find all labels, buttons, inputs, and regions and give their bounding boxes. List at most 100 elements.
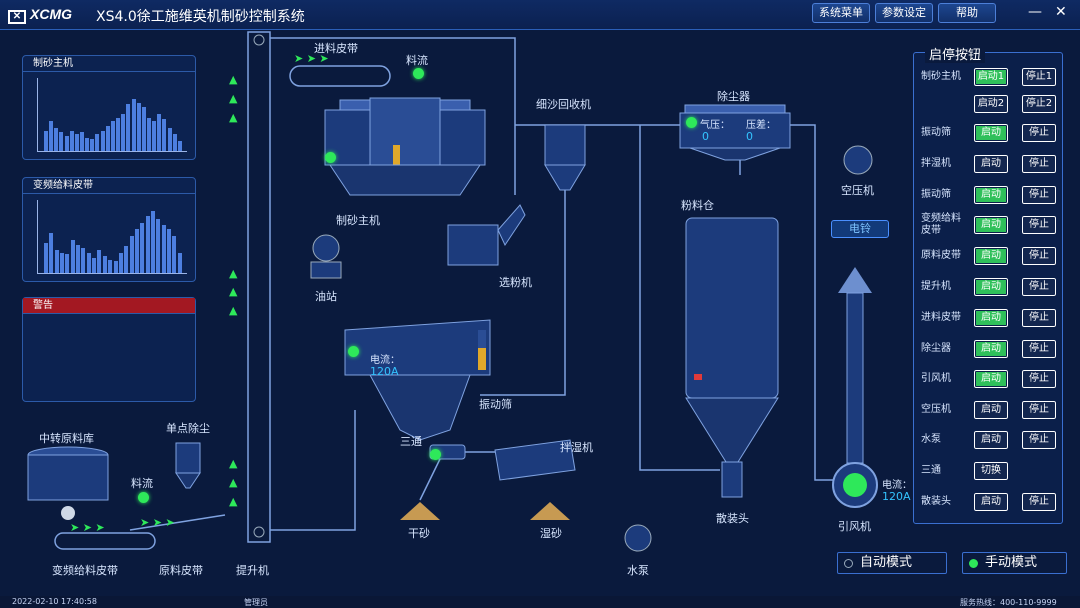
stop-button[interactable]: 停止 (1021, 430, 1057, 450)
trend-bar (141, 107, 146, 151)
status-bar (0, 596, 1080, 608)
stop-button[interactable]: 停止 (1021, 123, 1057, 143)
powder-separator-label: 选粉机 (499, 276, 532, 289)
stop-button[interactable]: 停止 (1021, 339, 1057, 359)
parameter-settings-button[interactable]: 参数设定 (875, 3, 933, 23)
flow-arrow-icon: ▲ (229, 111, 238, 124)
start-button[interactable]: 启动 (973, 185, 1009, 205)
auto-mode-radio[interactable] (844, 559, 853, 568)
vibrating-screen-hopper (369, 374, 471, 441)
trend-bar (60, 252, 65, 273)
start-button[interactable]: 启动 (973, 400, 1009, 420)
start-button[interactable]: 启动 (973, 246, 1009, 266)
trend-bar (118, 252, 123, 273)
induced-fan-rotor (843, 473, 867, 497)
elevator-frame (247, 31, 271, 543)
stop-button[interactable]: 停止2 (1021, 94, 1057, 114)
control-row-label: 振动筛 (921, 127, 951, 138)
start-button[interactable]: 启动 (973, 277, 1009, 297)
trend-bar (134, 229, 139, 273)
start-button[interactable]: 启动 (973, 215, 1009, 235)
single-dust-label: 单点除尘 (166, 422, 210, 435)
vibrating-screen-running-indicator (348, 346, 359, 357)
trend-bar (92, 258, 97, 273)
flow-arrow-icon: ▲ (229, 267, 238, 280)
sand-maker-label: 制砂主机 (336, 214, 380, 227)
alarm-title: 警告 (23, 298, 195, 314)
fan-current-value: 120A (882, 490, 911, 503)
control-row-label: 散装头 (921, 496, 951, 507)
trend-bar (108, 259, 113, 273)
start-button[interactable]: 启动 (973, 430, 1009, 450)
minimize-icon[interactable]: — (1028, 4, 1042, 20)
trend-bar (100, 130, 105, 151)
water-pump-label: 水泵 (627, 564, 649, 577)
close-icon[interactable]: ✕ (1055, 4, 1067, 20)
powder-silo-body (685, 217, 779, 399)
start-button[interactable]: 启动 (973, 154, 1009, 174)
bell-button[interactable]: 电铃 (831, 220, 889, 238)
start-button[interactable]: 启动2 (973, 94, 1009, 114)
diff-pressure-value: 0 (746, 130, 753, 143)
stop-button[interactable]: 停止 (1021, 308, 1057, 328)
belt-arrow-icon: ➤ ➤ ➤ (294, 52, 329, 65)
trend-bar (44, 242, 48, 273)
manual-mode-radio[interactable] (969, 559, 978, 568)
powder-silo-label: 粉料仓 (681, 199, 714, 212)
trend-bar (69, 130, 74, 151)
oil-station-label: 油站 (315, 290, 337, 303)
oil-station-fan (312, 234, 340, 262)
stop-button[interactable]: 停止 (1021, 215, 1057, 235)
help-button[interactable]: 帮助 (938, 3, 996, 23)
material-flow-label-2: 料流 (131, 477, 153, 490)
elevator-pulley-top (253, 34, 265, 46)
stop-button[interactable]: 停止 (1021, 400, 1057, 420)
manual-mode-option[interactable]: 手动模式 (962, 552, 1067, 574)
trend-bar (145, 216, 150, 273)
raw-storage-label: 中转原料库 (39, 432, 94, 445)
system-menu-button[interactable]: 系统菜单 (812, 3, 870, 23)
fine-sand-recovery-cone (544, 164, 586, 191)
start-button[interactable]: 启动 (973, 123, 1009, 143)
trend-bar (65, 254, 70, 273)
trend-bar (95, 134, 100, 151)
stop-button[interactable]: 停止 (1021, 277, 1057, 297)
stop-button[interactable]: 停止1 (1021, 67, 1057, 87)
app-title: XS4.0徐工施维英机制砂控制系统 (96, 9, 305, 25)
trend-bar (177, 140, 182, 151)
single-dust-body (175, 442, 201, 474)
three-way-indicator (430, 449, 441, 460)
status-datetime: 2022-02-10 17:40:58 (12, 597, 97, 606)
trend-bar (150, 211, 155, 273)
start-button[interactable]: 启动 (973, 369, 1009, 389)
start-button[interactable]: 启动 (973, 308, 1009, 328)
stop-button[interactable]: 停止 (1021, 492, 1057, 512)
wet-mixer-body (494, 439, 576, 481)
feed-belt-label: 进料皮带 (314, 42, 358, 55)
powder-silo-cone (685, 397, 779, 463)
trend-bar (102, 256, 107, 273)
trend-bar (131, 98, 136, 151)
flow-arrow-icon: ▲ (229, 92, 238, 105)
stop-button[interactable]: 停止 (1021, 246, 1057, 266)
flow-arrow-icon: ▲ (229, 457, 238, 470)
fine-sand-recovery-label: 细沙回收机 (536, 98, 591, 111)
stop-button[interactable]: 停止 (1021, 185, 1057, 205)
wet-sand-label: 湿砂 (540, 527, 562, 540)
start-button[interactable]: 启动 (973, 339, 1009, 359)
auto-mode-option[interactable]: 自动模式 (837, 552, 947, 574)
air-compressor-label: 空压机 (841, 184, 874, 197)
panel-title: 变频给料皮带 (23, 178, 195, 194)
start-button[interactable]: 切换 (973, 461, 1009, 481)
stop-button[interactable]: 停止 (1021, 369, 1057, 389)
trend-bar (49, 120, 54, 151)
control-row-label: 空压机 (921, 404, 951, 415)
start-button[interactable]: 启动1 (973, 67, 1009, 87)
trend-bar (129, 236, 134, 273)
powder-separator-body (447, 224, 499, 266)
trend-bar (146, 117, 151, 151)
three-way-label: 三通 (400, 435, 422, 448)
trend-bar (167, 127, 172, 151)
stop-button[interactable]: 停止 (1021, 154, 1057, 174)
start-button[interactable]: 启动 (973, 492, 1009, 512)
